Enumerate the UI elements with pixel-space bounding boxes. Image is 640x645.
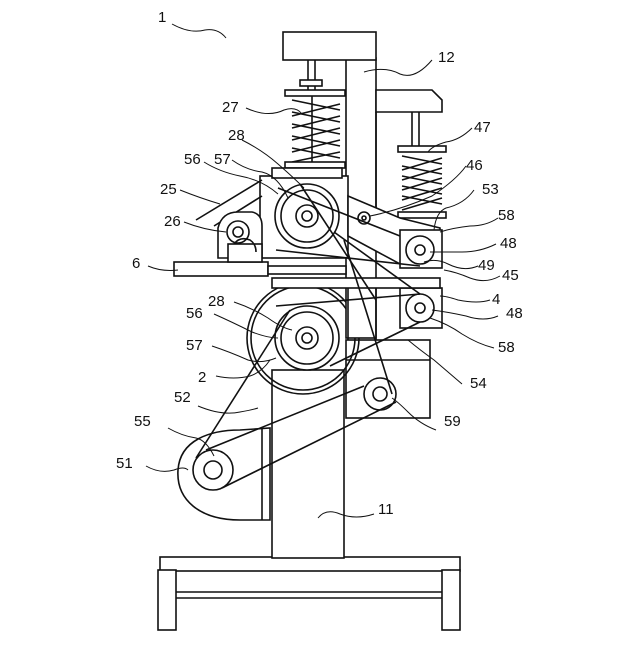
label-55: 55 xyxy=(134,413,151,430)
label-54: 54 xyxy=(470,375,487,392)
label-57-lower: 57 xyxy=(186,337,203,354)
right-block-upper xyxy=(400,230,442,268)
label-12: 12 xyxy=(438,49,455,66)
label-46: 46 xyxy=(466,157,483,174)
base-frame xyxy=(158,557,460,630)
label-58-upper: 58 xyxy=(498,207,515,224)
label-26: 26 xyxy=(164,213,181,230)
drive-pulley xyxy=(193,450,233,490)
right-block-lower xyxy=(400,288,442,328)
label-2: 2 xyxy=(198,369,206,386)
label-4: 4 xyxy=(492,291,500,308)
label-49: 49 xyxy=(478,257,495,274)
label-59: 59 xyxy=(444,413,461,430)
label-52: 52 xyxy=(174,389,191,406)
label-11: 11 xyxy=(378,501,394,518)
label-45: 45 xyxy=(502,267,519,284)
spring-right xyxy=(398,112,446,218)
label-28-upper: 28 xyxy=(228,127,245,144)
label-48-lower: 48 xyxy=(506,305,523,322)
label-1: 1 xyxy=(158,9,166,26)
label-6: 6 xyxy=(132,255,140,272)
label-25: 25 xyxy=(160,181,177,198)
label-28-lower: 28 xyxy=(208,293,225,310)
label-27: 27 xyxy=(222,99,239,116)
label-56-lower: 56 xyxy=(186,305,203,322)
label-53: 53 xyxy=(482,181,499,198)
label-51: 51 xyxy=(116,455,133,472)
lower-roller xyxy=(275,306,339,370)
label-58-lower: 58 xyxy=(498,339,515,356)
label-48-upper: 48 xyxy=(500,235,517,252)
spring-left xyxy=(285,60,345,170)
label-57-upper: 57 xyxy=(214,151,231,168)
label-56-upper: 56 xyxy=(184,151,201,168)
label-47: 47 xyxy=(474,119,491,136)
